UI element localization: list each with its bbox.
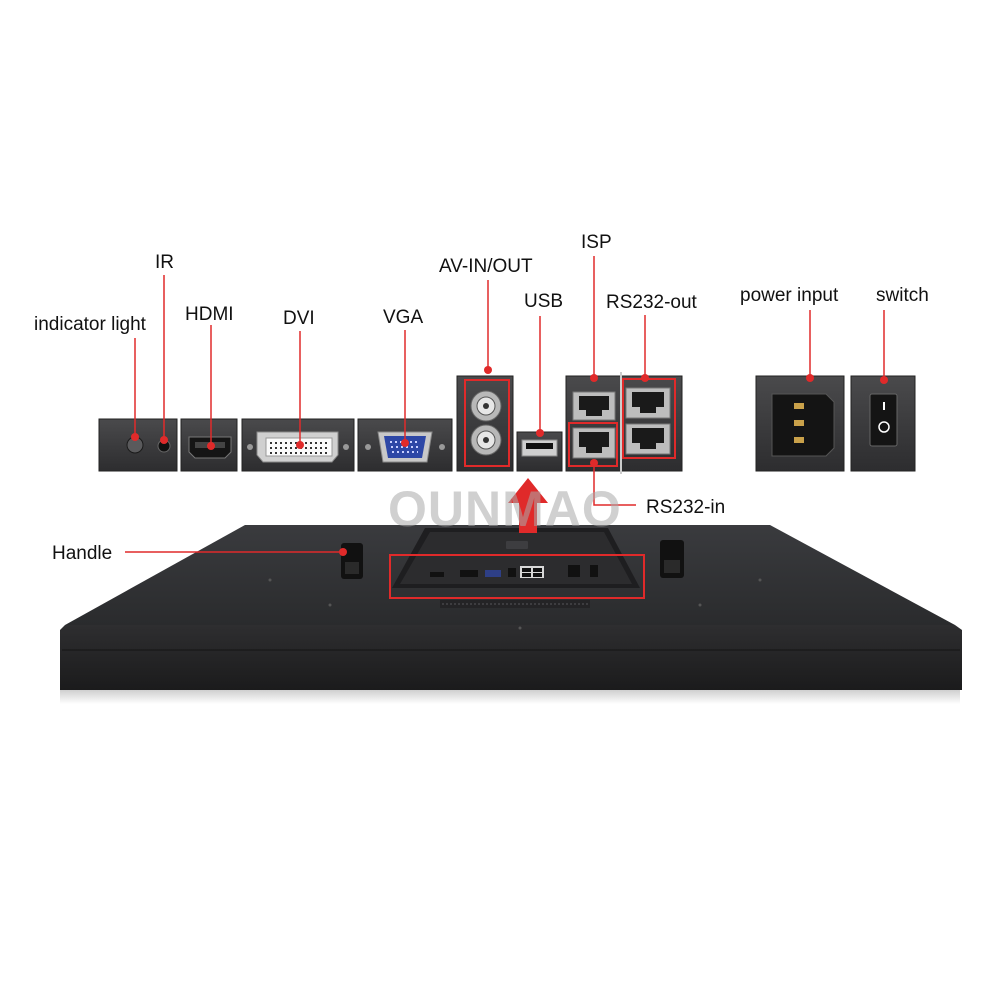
up-arrow-icon bbox=[508, 478, 548, 533]
panel-shadow bbox=[60, 690, 960, 704]
rj45-rs232-out-bottom bbox=[625, 423, 671, 455]
port-box-rj45 bbox=[565, 372, 683, 474]
rj45-rs232-out-top bbox=[625, 387, 671, 419]
label-vga: VGA bbox=[383, 307, 424, 328]
rear-port-housing bbox=[392, 528, 640, 588]
label-rs232-in: RS232-in bbox=[646, 497, 726, 518]
label-handle: Handle bbox=[52, 543, 113, 564]
watermark-logo: OUNMAO bbox=[388, 481, 622, 537]
panel-screws bbox=[268, 578, 762, 630]
monitor-panel bbox=[60, 525, 962, 704]
rj45-rs232-in bbox=[572, 427, 616, 459]
port-box-power-input bbox=[755, 375, 845, 472]
panel-front-edge bbox=[60, 625, 962, 690]
label-isp: ISP bbox=[581, 232, 612, 253]
label-switch: switch bbox=[876, 285, 929, 306]
rear-port-highlight-box bbox=[389, 554, 645, 599]
label-hdmi: HDMI bbox=[185, 304, 234, 325]
rj45-isp bbox=[572, 391, 616, 421]
label-ir: IR bbox=[155, 252, 174, 273]
port-closeup-row bbox=[98, 372, 916, 474]
label-av-in-out: AV-IN/OUT bbox=[439, 256, 533, 277]
port-box-av bbox=[456, 375, 514, 472]
label-power-input: power input bbox=[740, 285, 839, 306]
vent-strip bbox=[440, 600, 590, 608]
handle-right bbox=[660, 540, 684, 578]
port-box-switch bbox=[850, 375, 916, 472]
callout-markers bbox=[131, 366, 888, 556]
label-usb: USB bbox=[524, 291, 564, 312]
port-box-usb bbox=[516, 431, 563, 472]
port-box-indicator-ir bbox=[98, 418, 178, 472]
label-rs232-out: RS232-out bbox=[606, 292, 697, 313]
callout-lines bbox=[125, 256, 885, 553]
label-indicator-light: indicator light bbox=[34, 314, 146, 335]
label-dvi: DVI bbox=[283, 308, 315, 329]
